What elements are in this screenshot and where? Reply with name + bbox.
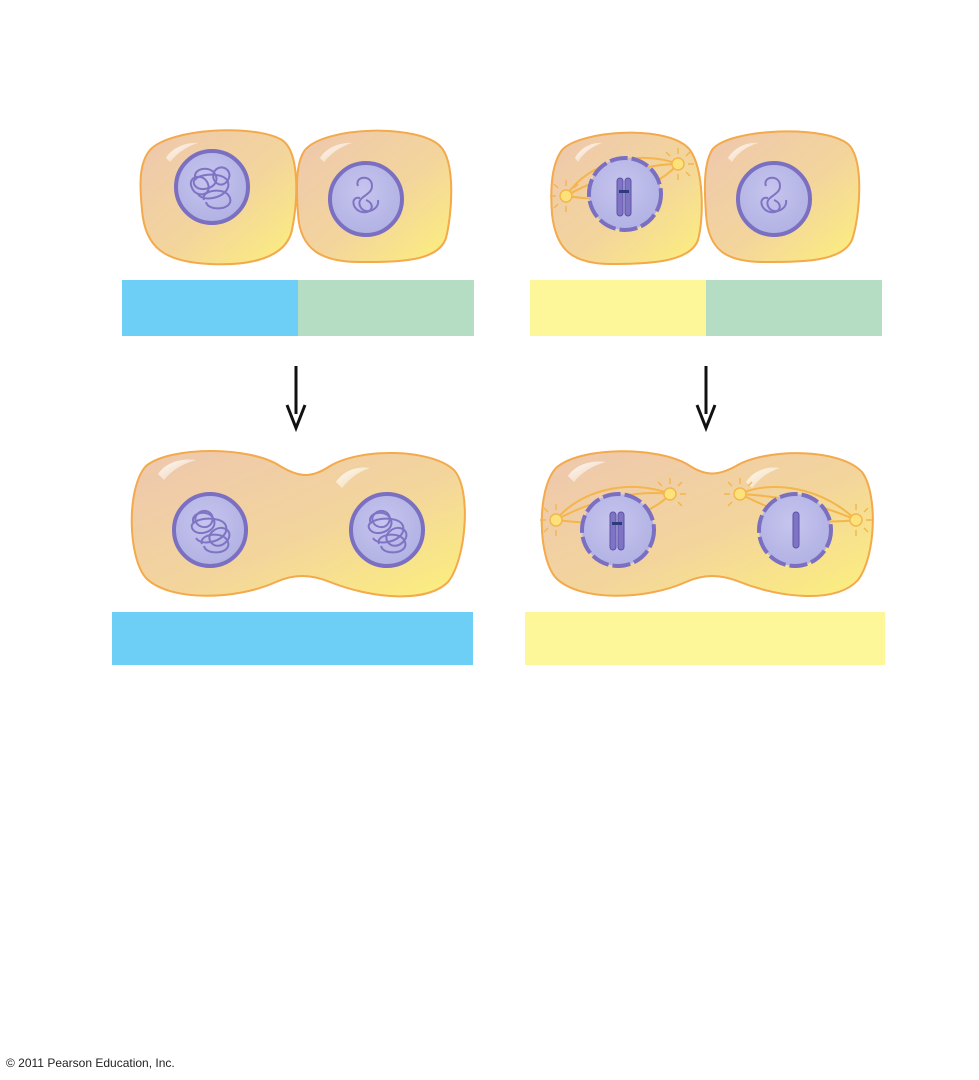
membrane-highlight [158,459,196,480]
chromatin [352,176,380,214]
centrosome [849,504,872,536]
centrosome [724,478,753,507]
label-bar-green [298,280,474,336]
chromatin [190,509,231,554]
centrosome [540,504,563,536]
label-bar-yellow [525,612,885,665]
label-bar-green [706,280,882,336]
membrane-highlight [166,142,198,162]
nucleus [736,161,812,237]
centrosome [657,478,686,507]
chromosome [609,511,625,551]
chromatin [760,176,788,214]
membrane-highlight [728,142,758,162]
chromatin [367,509,408,554]
chromosome [792,511,800,549]
label-bar-yellow [530,280,706,336]
chromatin [189,166,232,210]
bottom-right-fused-cell [540,450,874,597]
membrane-highlight [746,467,780,488]
membrane-highlight [575,142,602,162]
chromosome [616,177,632,217]
nucleus [328,161,404,237]
membrane-highlight [336,467,370,488]
membrane-highlight [320,142,352,162]
centrosome [665,148,694,180]
arrow-down-left [285,366,307,433]
top-right-cell-pair [550,130,861,266]
label-bar-blue [122,280,298,336]
bottom-left-fused-cell [130,450,466,598]
label-bar-blue [112,612,473,665]
membrane-highlight [568,461,606,482]
copyright-notice: © 2011 Pearson Education, Inc. [6,1056,175,1070]
centrosome [550,180,579,212]
top-left-cell-pair [139,129,453,266]
arrow-down-right [695,366,717,433]
